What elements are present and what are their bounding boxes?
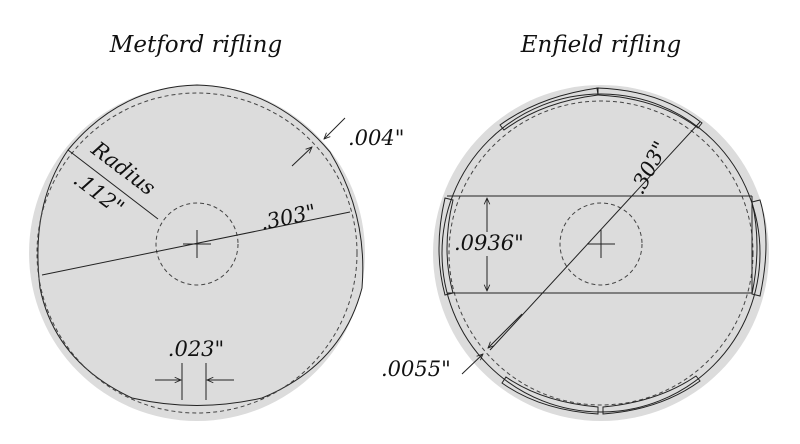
metford-diagram: Metford rifling .303" Radius .112" .004"… <box>29 32 404 421</box>
enfield-diagram: Enfield rifling .303" .0936 <box>381 32 769 421</box>
metford-center-crosshair <box>183 230 211 258</box>
enfield-groove-depth-callout <box>461 313 523 375</box>
enfield-center-dashed-circle <box>559 202 643 286</box>
enfield-center-crosshair <box>587 230 615 258</box>
metford-bore-dashed-circle <box>36 92 358 414</box>
enfield-band-width-label: .0936" <box>454 231 524 255</box>
metford-center-dashed-circle <box>155 202 239 286</box>
metford-diameter-line <box>41 211 351 276</box>
enfield-diameter-line <box>489 121 701 351</box>
enfield-land-band <box>447 195 753 294</box>
metford-groove-depth-label: .004" <box>348 126 404 150</box>
metford-bore-outline <box>37 84 364 406</box>
metford-land-width-label: .023" <box>168 337 224 361</box>
enfield-bore-dashed-circle <box>448 100 754 406</box>
metford-radius-line <box>67 149 159 220</box>
metford-groove-depth-callout <box>291 117 346 167</box>
enfield-groove-depth-label: .0055" <box>381 357 451 381</box>
metford-title: Metford rifling <box>109 32 282 58</box>
metford-land-width-callout <box>155 363 234 400</box>
enfield-title: Enfield rifling <box>520 32 682 58</box>
enfield-bore-outline <box>441 93 761 413</box>
enfield-grooves <box>438 87 767 415</box>
